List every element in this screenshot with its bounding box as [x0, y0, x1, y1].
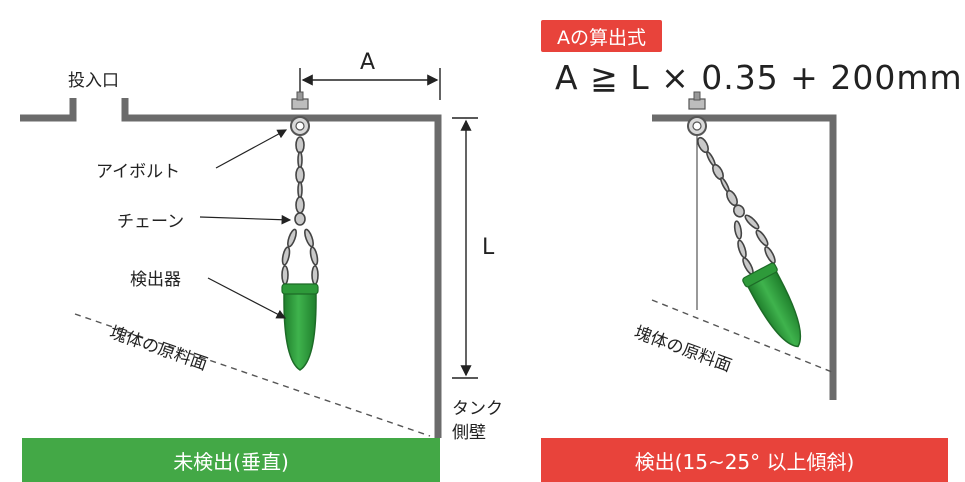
right-detector [742, 262, 802, 348]
formula-title: Aの算出式 [541, 20, 662, 52]
right-eyebolt [687, 91, 707, 136]
chain-label: チェーン [117, 212, 185, 232]
left-leader-arrows [199, 129, 292, 319]
left-dimension-l [452, 117, 478, 379]
left-material-surface [74, 313, 431, 437]
right-tank-structure [652, 114, 837, 400]
status-band-undetected: 未検出(垂直) [22, 438, 440, 482]
right-chain [697, 136, 776, 275]
formula-text: A ≧ L × 0.35 + 200mm [555, 58, 963, 97]
tank-wall-label-line1: タンク [452, 399, 503, 419]
status-band-detected: 検出(15~25° 以上傾斜) [541, 438, 948, 482]
left-eyebolt [290, 91, 310, 136]
detector-label: 検出器 [130, 270, 181, 290]
left-detector [281, 283, 319, 371]
tank-wall-label-line2: 側壁 [452, 423, 486, 443]
inlet-label: 投入口 [68, 71, 119, 91]
left-tank-roof [20, 98, 442, 438]
dimension-a-label: A [360, 50, 376, 75]
left-chain [281, 136, 319, 285]
eyebolt-label: アイボルト [96, 162, 181, 182]
dimension-l-label: L [482, 235, 495, 260]
